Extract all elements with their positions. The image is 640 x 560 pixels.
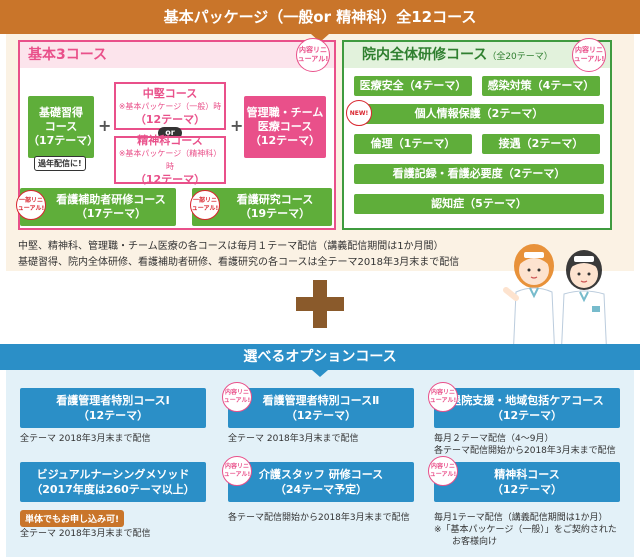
chuken-course-box: 中堅コース ※基本パッケージ（一般）時 （12テーマ） — [114, 82, 226, 130]
option-discharge-care: 退院支援・地域包括ケアコース （12テーマ） — [434, 388, 620, 428]
standalone-tag: 単体でもお申し込み可! — [20, 510, 125, 527]
option-note: ※「基本パッケージ（一般）」をご契約された — [434, 525, 617, 535]
renewal-seal: 内容リニューアル! — [296, 38, 330, 72]
renewal-seal: 内容リニューアル! — [222, 382, 252, 412]
option-note: 全テーマ 2018年3月末まで配信 — [20, 529, 151, 539]
renewal-seal: 内容リニューアル! — [222, 456, 252, 486]
option-visual-nursing: ビジュアルナーシングメソッド （2017年度は260テーマ以上） — [20, 462, 206, 502]
option-psychiatry: 精神科コース （12テーマ） — [434, 462, 620, 502]
plus-icon: + — [230, 116, 244, 135]
kiso-tag: 過年配信に! — [34, 156, 86, 171]
option-note: 毎月２テーマ配信（4〜9月） — [434, 434, 554, 444]
renewal-seal: 内容リニューアル! — [428, 456, 458, 486]
ward-courses-header: 院内全体研修コース（全20テーマ） — [344, 42, 610, 68]
option-manager-1: 看護管理者特別コースⅠ （12テーマ） — [20, 388, 206, 428]
option-note: 各テーマ配信開始から2018年3月末まで配信 — [434, 446, 616, 456]
kanri-course-box: 管理職・チーム 医療コース （12テーマ） — [244, 96, 326, 158]
option-note: 各テーマ配信開始から2018年3月末まで配信 — [228, 513, 410, 523]
plus-icon — [296, 280, 344, 328]
ward-item-safety: 医療安全（4テーマ） — [354, 76, 472, 96]
kiso-course-box: 基礎習得 コース （17テーマ） — [28, 96, 98, 158]
options-title: 選べるオプションコース — [0, 344, 640, 377]
partial-renewal-seal: 一部リニューアル! — [190, 190, 220, 220]
ward-courses-panel: 院内全体研修コース（全20テーマ） 内容リニューアル! 医療安全（4テーマ） 感… — [342, 38, 612, 230]
option-note: 全テーマ 2018年3月末まで配信 — [20, 434, 151, 444]
package-title: 基本パッケージ（一般or 精神科）全12コース — [0, 0, 640, 42]
package-note-1: 中堅、精神科、管理職・チーム医療の各コースは毎月１テーマ配信（講義配信期間は1か… — [18, 241, 444, 252]
package-note-2: 基礎習得、院内全体研修、看護補助者研修、看護研究の各コースは全テーマ2018年3… — [18, 257, 460, 268]
ward-item-infection: 感染対策（4テーマ） — [482, 76, 600, 96]
new-seal: NEW! — [346, 100, 372, 126]
ward-item-records: 看護記録・看護必要度（2テーマ） — [354, 164, 604, 184]
renewal-seal: 内容リニューアル! — [428, 382, 458, 412]
partial-renewal-seal: 一部リニューアル! — [16, 190, 46, 220]
basic-courses-panel: 基本3コース 内容リニューアル! 基礎習得 コース （17テーマ） 過年配信に!… — [18, 38, 336, 230]
ward-item-ethics: 倫理（1テーマ） — [354, 134, 472, 154]
plus-icon: + — [98, 116, 112, 135]
option-manager-2: 看護管理者特別コースⅡ （12テーマ） — [228, 388, 414, 428]
option-note: 全テーマ 2018年3月末まで配信 — [228, 434, 359, 444]
option-note: お客様向け — [452, 537, 498, 547]
renewal-seal: 内容リニューアル! — [572, 38, 606, 72]
basic-courses-header: 基本3コース — [20, 42, 334, 68]
hojo-course-box: 看護補助者研修コース （17テーマ） — [20, 188, 176, 226]
ward-item-hospitality: 接遇（2テーマ） — [482, 134, 600, 154]
ward-item-privacy: 個人情報保護（2テーマ） — [354, 104, 604, 124]
ward-item-dementia: 認知症（5テーマ） — [354, 194, 604, 214]
option-note: 毎月1テーマ配信（講義配信期間は1か月） — [434, 513, 608, 523]
seishin-course-box: 精神科コース ※基本パッケージ（精神科）時 （12テーマ） — [114, 134, 226, 186]
option-care-staff: 介護スタッフ 研修コース （24テーマ予定） — [228, 462, 414, 502]
